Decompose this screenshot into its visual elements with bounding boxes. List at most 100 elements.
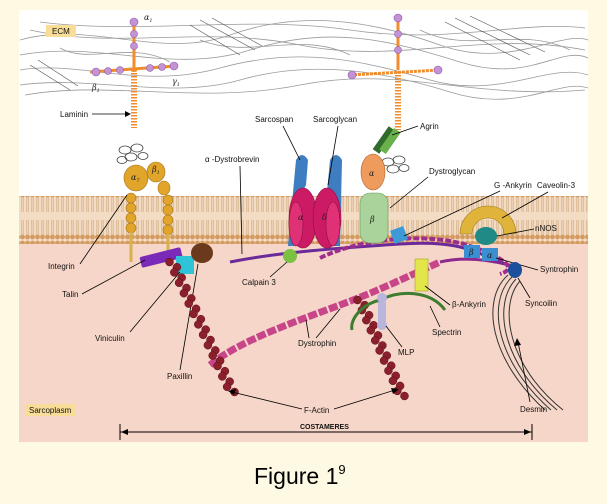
actin-bead (194, 320, 203, 329)
g-ankyrin-pointer (403, 190, 501, 237)
sg-delta-label: δ (322, 213, 327, 222)
laminin-g-domain-right (381, 155, 410, 174)
sarcospan-label: Sarcospan (255, 115, 293, 124)
sg-alpha-label: α (298, 213, 304, 222)
dg-alpha-label: α (369, 169, 375, 178)
beta1-label: β1 (91, 83, 100, 94)
viniculin-pointer (129, 271, 181, 333)
desmin-filaments (492, 274, 564, 411)
nnos-shape (475, 227, 497, 245)
f-actin-pointer-left (231, 391, 303, 410)
mlp-label: MLP (398, 348, 414, 357)
actin-bead (218, 372, 227, 381)
costameres-arrow-right (524, 429, 531, 435)
syntrophin-shape (464, 245, 498, 261)
mlp-shape (377, 293, 387, 330)
actin-bead (184, 299, 193, 308)
sarcoglycan-complex (288, 187, 342, 249)
agrin-label: Agrin (420, 122, 439, 131)
agrin-pointer (391, 125, 419, 136)
talin-label: Talin (62, 290, 78, 299)
spectrin-label: Spectrin (432, 328, 461, 337)
actin-bead (170, 268, 179, 277)
syntrophin-label: Syntrophin (540, 265, 578, 274)
syn-alpha-label: α (487, 251, 493, 260)
actin-bead (366, 326, 376, 335)
actin-bead (198, 330, 208, 340)
integrin-label: Integrin (48, 262, 75, 271)
b-ankyrin-label: β-Ankyrin (452, 300, 486, 309)
ecm-fibers (19, 20, 589, 100)
syn-beta-label: β (468, 248, 474, 257)
actin-bead (189, 309, 198, 319)
caveolin3-shape (459, 205, 517, 235)
actin-bead (208, 351, 217, 360)
integrin-complex (123, 161, 174, 262)
dystroglycan-label: Dystroglycan (429, 167, 475, 176)
dystrophin-pointer (305, 319, 310, 339)
f-actin-label: F-Actin (304, 406, 329, 415)
spectrin-pointer (429, 305, 441, 328)
f-actin-left (165, 257, 239, 397)
ecm-label-box (46, 25, 76, 37)
figure-caption: Figure 19 (254, 462, 346, 489)
g-ankyrin-label: G -Ankyrin (494, 181, 532, 190)
f-actin-right (353, 295, 409, 401)
viniculin-label: Viniculin (95, 334, 125, 343)
desmin-arrowhead (514, 338, 521, 346)
caveolin3-label: Caveolin-3 (537, 181, 576, 190)
sarcoglycan-label: Sarcoglycan (313, 115, 357, 124)
actin-bead (353, 295, 362, 305)
mlp-pointer (385, 325, 403, 348)
dystroglycan-beta (359, 192, 389, 244)
actin-bead (388, 376, 398, 386)
dystroglycan-pointer (389, 176, 429, 209)
vinculin-shape (176, 256, 194, 274)
syncoilin-shape (508, 262, 522, 278)
paxillin-label: Paxillin (167, 372, 192, 381)
ecm-label: ECM (52, 27, 70, 36)
b-ankyrin-shape (414, 258, 429, 292)
dg-beta-label: β (369, 215, 375, 224)
dystrophin-pointer-2 (315, 308, 341, 339)
calpain3-shape (283, 249, 297, 263)
calpain3-label: Calpain 3 (242, 278, 276, 287)
f-actin-arrowhead-left (228, 389, 236, 395)
dystroglycan-alpha (360, 153, 386, 191)
integrin-beta-label: β1 (151, 165, 160, 176)
calpain3-pointer (269, 261, 288, 278)
b-ankyrin-pointer (424, 285, 451, 306)
nnos-label: nNOS (535, 224, 557, 233)
dystrobrevin-pointer (239, 165, 243, 255)
laminin-label: Laminin (60, 110, 88, 119)
sarcoglycan-pointer (327, 125, 339, 186)
sarcospan-pointer (282, 125, 301, 161)
laminin-right (347, 13, 443, 130)
actin-bead (400, 391, 409, 401)
desmin-pointer (517, 341, 531, 403)
actin-bead (213, 361, 222, 371)
costameres-bar (119, 424, 533, 440)
laminin-g-domain (116, 143, 149, 164)
desmin-label: Desmin (520, 405, 547, 414)
laminin-structure (89, 17, 179, 128)
agrin-shape (372, 126, 401, 154)
actin-bead (379, 356, 389, 365)
paxillin-shape (191, 243, 213, 263)
syncoilin-label: Syncoilin (525, 299, 557, 308)
actin-bead (375, 346, 384, 355)
actin-bead (174, 278, 184, 288)
actin-bead (165, 257, 174, 267)
ecm-fibers-dark (29, 15, 546, 91)
f-actin-arrowhead-right (391, 388, 399, 394)
laminin-arrowhead (125, 111, 131, 117)
dystrophin-label: Dystrophin (298, 339, 336, 348)
talin-shape (139, 247, 183, 268)
f-actin-pointer-right (333, 389, 396, 410)
paxillin-pointer (179, 263, 199, 371)
sarcoplasm-label: Sarcoplasm (29, 406, 72, 415)
alpha1-label: α1 (144, 13, 153, 24)
actin-bead (362, 315, 371, 325)
actin-bead (222, 382, 232, 392)
g-ankyrin-shape (390, 226, 408, 244)
